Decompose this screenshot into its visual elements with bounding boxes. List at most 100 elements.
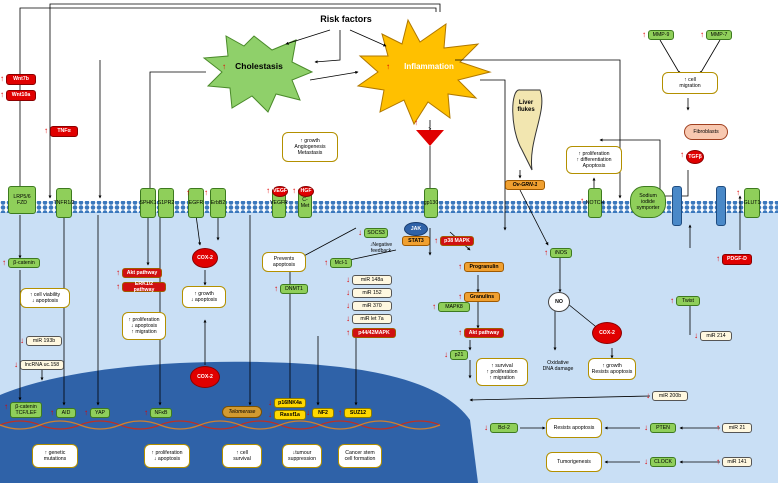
up-arrow-icon: ↑	[680, 150, 684, 159]
yap-box: YAP	[90, 408, 110, 418]
down-arrow-icon: ↓	[306, 408, 310, 417]
up-arrow-icon: ↑	[84, 408, 88, 417]
hgf-ligand: HGF	[298, 186, 314, 197]
growth-resists-outcome: ↑ growth Resists apoptosis	[588, 358, 636, 380]
gp130-receptor: gp130	[424, 188, 438, 218]
up-arrow-icon: ↑	[292, 186, 296, 195]
up-arrow-icon: ↑	[716, 254, 720, 263]
dna-helix	[0, 420, 441, 430]
up-arrow-icon: ↑	[338, 408, 342, 417]
up-arrow-icon: ↑	[458, 262, 462, 271]
bcatenin-tcf-box: β-catenin TCF/LEF	[10, 402, 42, 418]
genetic-mutations-outcome: ↑ genetic mutations	[32, 444, 78, 468]
up-arrow-icon: ↑	[116, 282, 120, 291]
progranulin-box: Progranulin	[464, 262, 504, 272]
up-arrow-icon: ↑	[266, 186, 270, 195]
up-arrow-icon: ↑	[458, 292, 462, 301]
pten-box: PTEN	[650, 423, 676, 433]
up-arrow-icon: ↑	[0, 74, 4, 83]
sodium-symporter: Sodium iodide symporter	[630, 186, 666, 218]
up-arrow-icon: ↑	[432, 302, 436, 311]
proliferation-migration-outcome: ↑ proliferation ↓ apoptosis ↑ migration	[122, 312, 166, 340]
notch-receptor: NOTCH	[586, 188, 604, 218]
mir200b-box: miR 200b	[652, 391, 688, 401]
twist-box: Twist	[676, 296, 700, 306]
bcatenin-box: β-catenin	[8, 258, 40, 268]
tumour-suppression-outcome: ↓tumour suppression	[282, 444, 322, 468]
mapk8-box: MAPK8	[438, 302, 470, 312]
up-arrow-icon: ↑	[642, 30, 646, 39]
aid-box: AID	[56, 408, 76, 418]
down-arrow-icon: ↓	[346, 275, 350, 284]
sphk-receptor: SPHK1	[140, 188, 157, 218]
down-arrow-icon: ↓	[268, 410, 272, 419]
down-arrow-icon: ↓	[346, 301, 350, 310]
down-arrow-icon: ↓	[646, 391, 650, 400]
lrp-receptor: LRP5/6 FZD	[8, 186, 36, 214]
p16-box: p16INK4a	[274, 398, 306, 408]
tnfr-receptor: TNFR1/2	[53, 188, 75, 218]
up-arrow-icon: ↑	[386, 62, 390, 71]
cox2-circle-c: COX-2	[190, 366, 220, 388]
up-arrow-icon: ↑	[434, 236, 438, 245]
cell-migration-outcome: ↑ cell migration	[662, 72, 718, 94]
up-arrow-icon: ↑	[50, 408, 54, 417]
dnmt1-box: DNMT1	[280, 284, 308, 294]
cox2-circle-a: COX-2	[192, 248, 218, 268]
proliferation-apoptosis-outcome: ↑ proliferation ↓ apoptosis	[144, 444, 190, 468]
pdgfd-box: PDGF-D	[722, 254, 752, 265]
wnt10a-box: Wnt10a	[6, 90, 36, 101]
rassf1a-box: Rassf1a	[274, 410, 306, 420]
glut1-receptor: GLUT1	[744, 188, 760, 218]
down-arrow-icon: ↓	[346, 288, 350, 297]
erbb2-receptor: ErbB2	[210, 188, 226, 218]
up-arrow-icon: ↑	[700, 30, 704, 39]
inflammation-label: Inflammation	[404, 62, 454, 71]
down-arrow-icon: ↓	[484, 423, 488, 432]
egfr-receptor: EGFR	[188, 188, 204, 218]
up-arrow-icon: ↑	[2, 258, 6, 267]
mir141-box: miR 141	[722, 457, 752, 467]
nfkb-box: NFκB	[150, 408, 172, 418]
wnt7b-box: Wnt7b	[6, 74, 36, 85]
up-arrow-icon: ↑	[580, 196, 584, 205]
up-arrow-icon: ↑	[222, 62, 226, 71]
il6-label: IL-6	[425, 125, 435, 131]
cell-survival-outcome: ↑ cell survival	[222, 444, 262, 468]
up-arrow-icon: ↑	[144, 408, 148, 417]
transporter-bar-1	[672, 186, 682, 226]
up-arrow-icon: ↑	[4, 402, 8, 411]
p44-box: p44/42MAPK	[352, 328, 396, 338]
mir193b-box: miR 193b	[26, 336, 62, 346]
up-arrow-icon: ↑	[716, 423, 720, 432]
cholestasis-burst	[202, 35, 314, 113]
down-arrow-icon: ↓	[268, 398, 272, 407]
up-arrow-icon: ↑	[274, 284, 278, 293]
akt-pathway-box: Akt pathway	[122, 268, 162, 278]
up-arrow-icon: ↑	[458, 328, 462, 337]
suz12-box: SUZ12	[344, 408, 372, 418]
mir370-box: miR 370	[352, 301, 392, 311]
mmp9-box: MMP-9	[648, 30, 674, 40]
up-arrow-icon: ↑	[44, 126, 48, 135]
mcl1-box: Mcl-1	[330, 258, 352, 268]
mir21-box: miR 21	[722, 423, 752, 433]
lncrna-box: lncRNA uc.158	[20, 360, 64, 370]
socs3-box: SOCS3	[364, 228, 388, 238]
akt-pathway2-box: Akt pathway	[464, 328, 504, 338]
up-arrow-icon: ↑	[716, 457, 720, 466]
up-arrow-icon: ↑	[414, 118, 418, 127]
up-arrow-icon: ↑	[204, 188, 208, 197]
growth-apoptosis-outcome: ↑ growth ↓ apoptosis	[182, 286, 226, 308]
risk-factors-title: Risk factors	[320, 14, 372, 24]
up-arrow-icon: ↑	[0, 90, 4, 99]
up-arrow-icon: ↑	[116, 268, 120, 277]
transporter-bar-2	[716, 186, 726, 226]
up-arrow-icon: ↑	[736, 188, 740, 197]
up-arrow-icon: ↑	[324, 258, 328, 267]
connectors	[18, 3, 742, 464]
down-arrow-icon: ↓	[644, 423, 648, 432]
mir-let7a-box: miR let 7a	[352, 314, 392, 324]
cox2-circle-b: COX-2	[592, 322, 622, 344]
up-arrow-icon: ↑	[186, 188, 190, 197]
